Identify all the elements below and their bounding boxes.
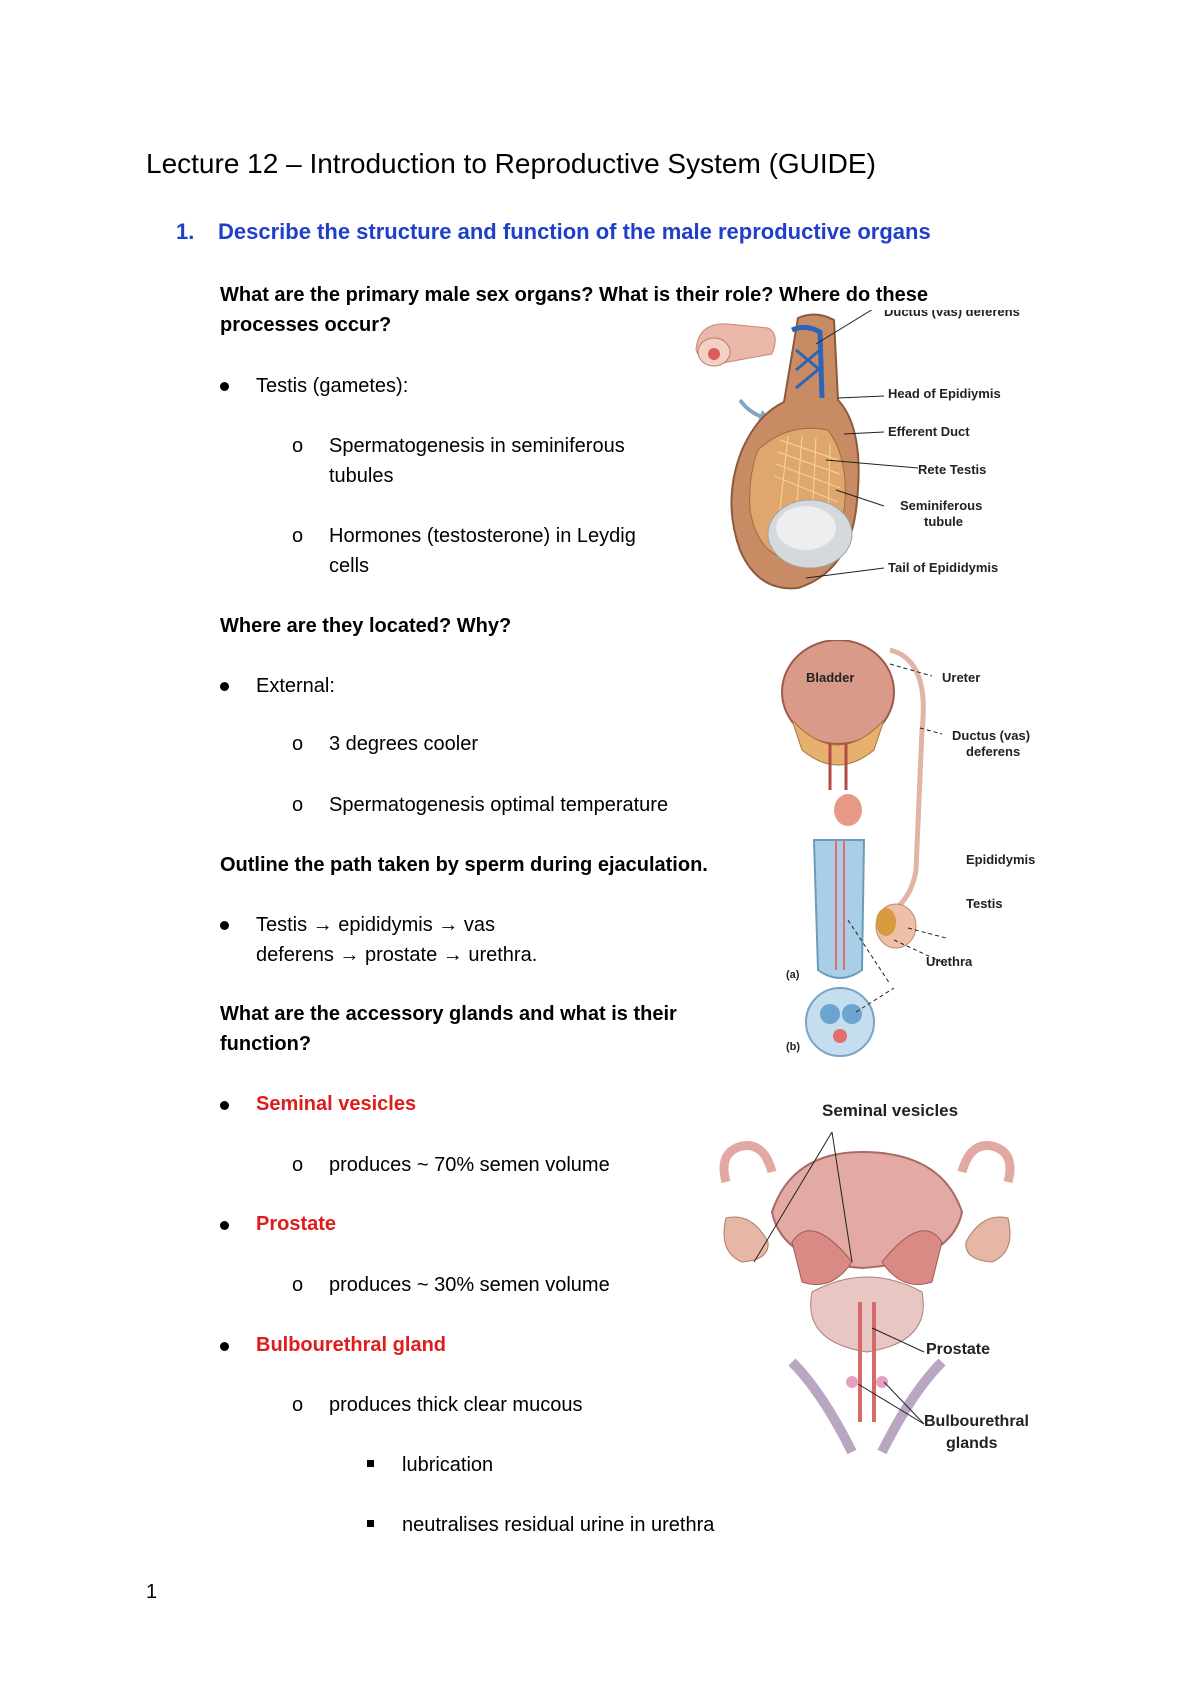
circle-bullet-icon: o: [292, 1394, 304, 1416]
question-sperm-path: Outline the path taken by sperm during e…: [220, 854, 708, 876]
label-tail-epididymis: Tail of Epididymis: [888, 560, 998, 575]
sub-list-item: Hormones (testosterone) in Leydig cells: [329, 521, 636, 581]
list-line: Testis → epididymis → vas: [256, 914, 495, 936]
figure-testis-section: Ductus (vas) deferens Head of Epidiymis …: [695, 310, 1020, 590]
label-tubule: tubule: [924, 514, 963, 529]
section-number: 1.: [176, 219, 195, 244]
label-panel-b: (b): [786, 1041, 800, 1053]
list-line: deferens → prostate → urethra.: [256, 944, 538, 966]
label-head-epididymis: Head of Epidiymis: [888, 386, 1001, 401]
label-testis: Testis: [966, 896, 1003, 911]
list-item: Testis → epididymis → vas deferens → pro…: [256, 910, 537, 970]
gland-prostate: Prostate: [256, 1213, 337, 1235]
bullet-icon: [220, 1221, 229, 1230]
label-deferens: deferens: [966, 744, 1020, 759]
label-efferent-duct: Efferent Duct: [888, 424, 970, 439]
circle-bullet-icon: o: [292, 435, 304, 457]
sub-sub-list-item: lubrication: [402, 1454, 494, 1476]
figure-male-tract: Bladder Ureter Ductus (vas) deferens Epi…: [781, 640, 1035, 1057]
label-bladder: Bladder: [806, 670, 854, 685]
sub-list-line: Hormones (testosterone) in Leydig: [329, 525, 636, 547]
glands-drawing: [719, 1141, 1015, 1455]
question-line: What are the accessory glands and what i…: [220, 1003, 677, 1025]
sub-list-line: cells: [329, 555, 370, 577]
sub-list-item: produces ~ 70% semen volume: [329, 1154, 610, 1176]
circle-bullet-icon: o: [292, 794, 304, 816]
page-number: 1: [146, 1581, 158, 1603]
label-prostate: Prostate: [926, 1341, 990, 1358]
bullet-icon: [220, 1342, 229, 1351]
circle-bullet-icon: o: [292, 525, 304, 547]
gland-bulbourethral: Bulbourethral gland: [256, 1334, 446, 1356]
bullet-icon: [220, 921, 229, 930]
label-ductus-deferens: Ductus (vas): [952, 728, 1030, 743]
sub-sub-list-item: neutralises residual urine in urethra: [402, 1514, 715, 1536]
sub-list-item: Spermatogenesis optimal temperature: [329, 794, 669, 816]
question-line: function?: [220, 1033, 312, 1055]
circle-bullet-icon: o: [292, 1154, 304, 1176]
square-bullet-icon: [367, 1460, 374, 1467]
gland-seminal-vesicles: Seminal vesicles: [256, 1093, 417, 1115]
bladder-drawing: [781, 640, 926, 912]
circle-bullet-icon: o: [292, 733, 304, 755]
sub-list-item: Spermatogenesis in seminiferous tubules: [329, 431, 625, 491]
label-urethra: Urethra: [926, 954, 973, 969]
label-bulbourethral: Bulbourethral: [924, 1413, 1029, 1430]
bullet-icon: [220, 382, 229, 391]
document-title: Lecture 12 – Introduction to Reproductiv…: [146, 148, 876, 179]
question-accessory-glands: What are the accessory glands and what i…: [220, 999, 677, 1059]
section-heading-text: Describe the structure and function of t…: [218, 219, 931, 244]
testis-drawing: [730, 313, 860, 590]
circle-bullet-icon: o: [292, 1274, 304, 1296]
label-panel-a: (a): [786, 969, 800, 981]
label-rete-testis: Rete Testis: [918, 462, 986, 477]
label-ureter: Ureter: [942, 670, 980, 685]
bullet-icon: [220, 682, 229, 691]
sub-list-item: produces thick clear mucous: [329, 1394, 583, 1416]
sub-list-item: 3 degrees cooler: [329, 733, 478, 755]
square-bullet-icon: [367, 1520, 374, 1527]
question-line: What are the primary male sex organs? Wh…: [220, 284, 928, 306]
label-epididymis: Epididymis: [966, 852, 1035, 867]
label-glands: glands: [946, 1435, 998, 1452]
sub-list-line: tubules: [329, 465, 394, 487]
question-primary-organs: What are the primary male sex organs? Wh…: [220, 280, 928, 340]
sub-list-line: Spermatogenesis in seminiferous: [329, 435, 625, 457]
question-line: processes occur?: [220, 314, 392, 336]
list-item: Testis (gametes):: [256, 375, 409, 397]
sub-list-item: produces ~ 30% semen volume: [329, 1274, 610, 1296]
penis-drawing: [805, 839, 917, 1057]
inset-illustration: [695, 323, 776, 422]
list-item: External:: [256, 675, 335, 697]
label-ductus-deferens: Ductus (vas) deferens: [884, 310, 1020, 319]
label-seminal-vesicles: Seminal vesicles: [822, 1101, 958, 1120]
question-location: Where are they located? Why?: [220, 615, 512, 637]
section-heading: 1. Describe the structure and function of…: [176, 219, 931, 245]
bullet-icon: [220, 1101, 229, 1110]
figure-accessory-glands: Seminal vesicles Prostate Bulbourethral …: [719, 1101, 1029, 1455]
label-seminiferous: Seminiferous: [900, 498, 982, 513]
